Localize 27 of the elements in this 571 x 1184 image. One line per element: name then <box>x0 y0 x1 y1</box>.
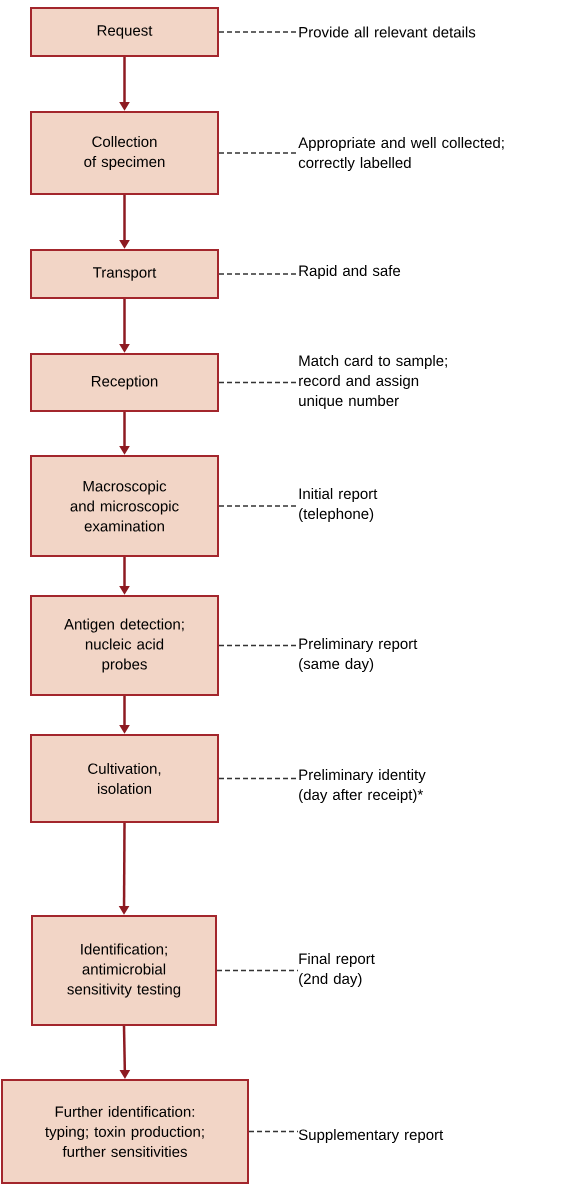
process-box: Macroscopic and microscopic examination <box>30 455 219 557</box>
note-text: Preliminary identity (day after receipt)* <box>299 769 426 803</box>
dashed-line <box>216 969 299 972</box>
dashed-line <box>218 644 299 647</box>
dashed-line <box>218 31 299 33</box>
note-text: Initial report (telephone) <box>299 488 378 522</box>
process-box: Identification; antimicrobial sensitivity testing <box>31 915 217 1026</box>
dashed-line <box>218 505 299 507</box>
dashed-line <box>248 1130 299 1133</box>
note-text: Preliminary report (same day) <box>299 638 418 672</box>
process-box: Antigen detection; nucleic acid probes <box>30 595 219 696</box>
note-text: Appropriate and well collected; correctly labelled <box>298 137 504 171</box>
process-box: Further identification: typing; toxin production; further sensitivities <box>1 1079 249 1184</box>
dashed-line <box>218 777 299 780</box>
dashed-line <box>218 381 299 384</box>
process-box: Collection of specimen <box>30 111 219 195</box>
dashed-line <box>218 152 299 154</box>
process-box: Request <box>30 7 219 57</box>
note-text: Final report (2nd day) <box>299 953 375 987</box>
note-text: Provide all relevant details <box>299 26 476 38</box>
dashed-line <box>218 273 299 275</box>
process-box: Reception <box>30 353 219 412</box>
note-text: Match card to sample; record and assign unique number <box>299 355 447 409</box>
process-box: Cultivation, isolation <box>30 734 219 823</box>
note-text: Supplementary report <box>298 1129 444 1143</box>
note-text: Rapid and safe <box>299 265 401 279</box>
process-box: Transport <box>30 249 219 299</box>
